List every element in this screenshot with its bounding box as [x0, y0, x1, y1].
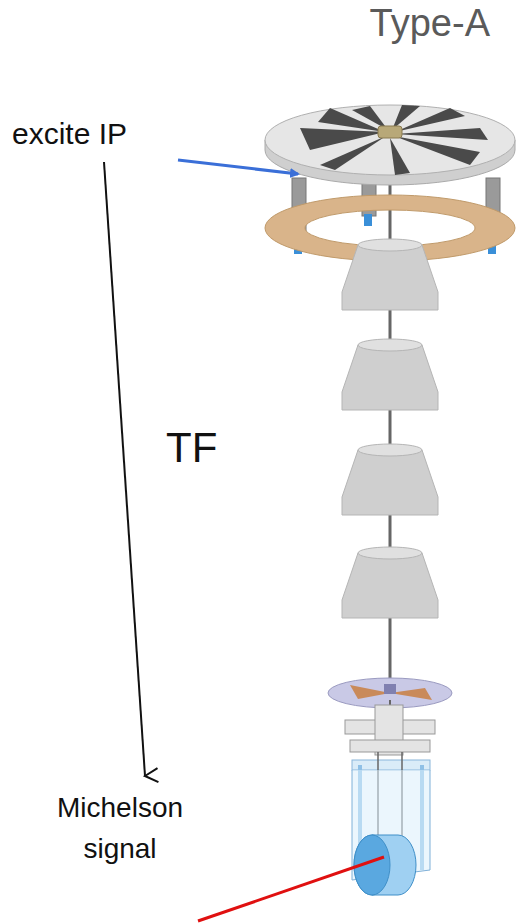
figure-title: Type-A [370, 2, 490, 45]
filter-masses [342, 239, 438, 618]
tf-arrow [104, 162, 145, 776]
tf-label: TF [166, 418, 246, 479]
mirror-cage [352, 752, 430, 895]
excite-arrow [178, 160, 298, 174]
signal-leader [198, 857, 384, 921]
signal-label: Michelson signal [20, 788, 220, 869]
excite-label: excite IP [12, 112, 192, 156]
marionette [345, 700, 435, 755]
base-ring [265, 195, 515, 261]
top-plate [265, 105, 515, 185]
